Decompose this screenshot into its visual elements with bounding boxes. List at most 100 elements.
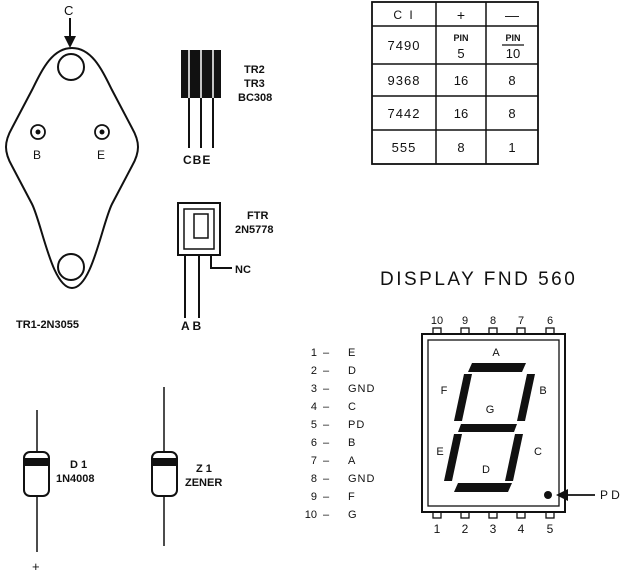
ftr-window [193,213,209,239]
svg-text:–: – [323,491,330,503]
table-cell: 7442 [388,106,421,121]
segment-c [505,434,523,481]
svg-text:–: – [323,419,330,431]
2n5778-label: 2N5778 [235,224,274,236]
tr1-base-label: B [33,148,41,162]
z1-zener: Z 1 ZENER [151,387,222,546]
tr1-emitter-label: E [97,148,105,162]
bottom-pin-label: 5 [547,522,554,536]
svg-text:–: – [323,473,330,485]
pin-stub [516,511,526,519]
table-cell: 1 [508,140,515,155]
segment-g [458,424,517,432]
pinout-number: 4 [311,401,317,413]
d1-label: D 1 [70,459,87,471]
bc308-label: BC308 [238,92,272,104]
top-pin-row: 10 9 8 7 6 [431,315,555,335]
pinout-row: 6 – B [311,437,356,449]
svg-text:–: – [323,401,330,413]
svg-text:–: – [323,455,330,467]
segment-label-e: E [436,446,443,458]
segment-label-f: F [441,385,448,397]
display-body-inner [427,339,560,507]
segment-label-a: A [492,347,500,359]
top-pin-label: 7 [518,315,524,327]
tr2-transistor: CBE TR2 TR3 BC308 [181,50,272,167]
pinout-row: 4 – C [311,401,357,413]
pinout-signal: GND [348,473,375,485]
emitter-pin [94,124,110,140]
table-header-minus: — [505,7,519,23]
svg-text:–: – [323,347,330,359]
pinout-row: 8 – GND [311,473,375,485]
d1-plus-label: + [32,559,40,574]
pinout-signal: C [348,401,357,413]
pinout-number: 2 [311,365,317,377]
display-title: DISPLAY FND 560 [380,269,577,290]
pinout-number: 8 [311,473,317,485]
table-cell: 10 [506,46,520,61]
table-cell: 8 [457,140,464,155]
segment-a [468,363,526,372]
pinout-number: 9 [311,491,317,503]
pinout-signal: PD [348,419,365,431]
d1-diode: + D 1 1N4008 [23,410,95,574]
top-pin-label: 9 [462,315,468,327]
tr2-label: TR2 [244,64,265,76]
pinout-signal: B [348,437,356,449]
table-cell: 8 [508,73,515,88]
pinout-number: 10 [305,509,317,521]
pinout-signal: D [348,365,357,377]
pinout-row: 5 – PD [311,419,365,431]
pinout-row: 1 – E [311,347,355,359]
svg-text:–: – [323,365,330,377]
table-cell: PIN [453,33,468,43]
pinout-signal: GND [348,383,375,395]
table-header-plus: + [457,7,465,23]
tr1-caption: TR1-2N3055 [16,319,79,331]
fnd560-display: DISPLAY FND 560 10 9 8 7 6 A F B G [380,269,620,536]
pin-stub [460,511,470,519]
zener-label: ZENER [185,477,222,489]
z1-label: Z 1 [196,463,212,475]
segment-label-c: C [534,446,542,458]
segment-f [454,374,472,421]
pd-label: P D [600,488,620,502]
ftr-nc-label: NC [235,264,251,276]
top-pin-label: 6 [547,315,553,327]
tr1-transistor: C B E TR1-2N3055 [5,3,139,331]
svg-text:–: – [323,437,330,449]
table-cell: 9368 [388,73,421,88]
pin-stub [432,511,442,519]
ftr-lead-nc [210,255,232,269]
tr2-pin-labels: CBE [183,153,211,167]
bottom-pin-label: 2 [462,522,469,536]
segment-d [454,483,512,492]
ci-pin-table: C I + — 7490 PIN 5 PIN 10 9368 16 8 7442… [371,1,539,165]
pinout-signal: A [348,455,356,467]
decimal-point [544,491,552,499]
ftr-phototransistor: NC A B FTR 2N5778 [177,202,274,333]
pinout-number: 3 [311,383,317,395]
segment-e [444,434,462,481]
tr1-collector-label: C [64,3,73,18]
d1-cathode-band [24,458,49,466]
table-cell: 16 [454,106,468,121]
bottom-pin-label: 3 [490,522,497,536]
display-pinout-list: 1 – E 2 – D 3 – GND 4 – C 5 – PD 6 – B [305,347,375,521]
pinout-row: 3 – GND [311,383,375,395]
top-pin-label: 8 [490,315,496,327]
base-pin [30,124,46,140]
segment-label-d: D [482,464,490,476]
pinout-row: 9 – F [311,491,356,503]
ftr-label: FTR [247,210,268,222]
bottom-pin-row: 1 2 3 4 5 [432,511,555,536]
ftr-pin-labels: A B [181,319,202,333]
tr3-label: TR3 [244,78,265,90]
pinout-signal: F [348,491,356,503]
pinout-row: 10 – G [305,509,357,521]
top-pin-label: 10 [431,315,443,327]
bottom-pin-label: 4 [518,522,525,536]
bottom-pin-label: 1 [434,522,441,536]
